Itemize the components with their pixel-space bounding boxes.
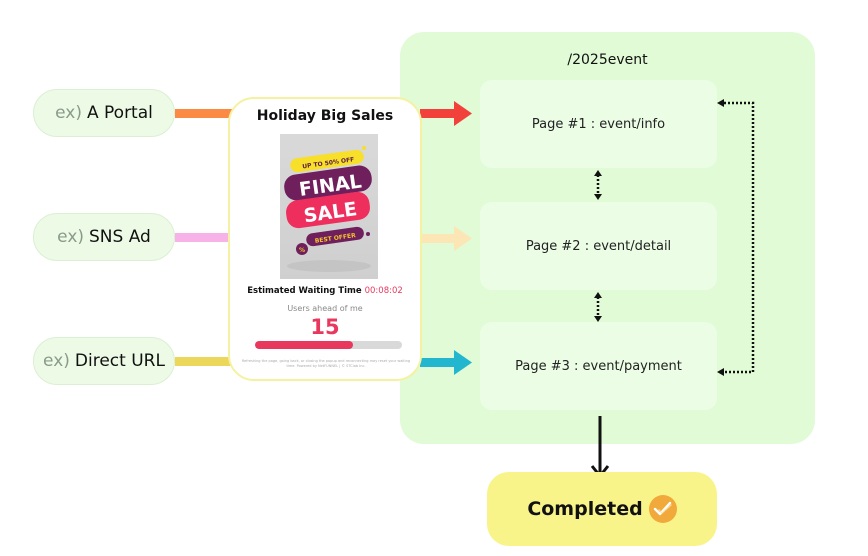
queue-footer-note: Refreshing the page, going back, or clos… — [241, 359, 411, 368]
wait-label: Estimated Waiting Time — [247, 286, 362, 296]
wait-time-value: 00:08:02 — [364, 286, 403, 296]
event-title: /2025event — [567, 52, 648, 68]
estimated-waiting-time: Estimated Waiting Time 00:08:02 — [230, 286, 420, 296]
users-ahead-label: Users ahead of me — [287, 304, 363, 313]
page-box-detail[interactable]: Page #2 : event/detail — [480, 202, 717, 290]
completed-box: Completed — [487, 472, 717, 546]
source-prefix: ex) — [57, 227, 85, 247]
queue-popup-card: Holiday Big Sales UP TO 50% OFF FINAL SA… — [228, 97, 422, 381]
users-ahead-count: 15 — [310, 315, 340, 339]
source-prefix: ex) — [43, 351, 70, 371]
poster-percent: % — [299, 247, 305, 254]
page-label: Page #2 : event/detail — [525, 238, 672, 254]
source-prefix: ex) — [55, 103, 82, 123]
connector-sns — [175, 233, 235, 242]
check-badge-icon — [648, 495, 677, 523]
source-sns-ad[interactable]: ex) SNS Ad — [33, 213, 175, 261]
page-label: Page #1 : event/info — [531, 116, 666, 132]
source-a-portal[interactable]: ex) A Portal — [33, 89, 175, 137]
connector-portal — [175, 109, 235, 118]
sale-poster-image: UP TO 50% OFF FINAL SALE BEST OFFER % — [280, 134, 378, 279]
source-label: SNS Ad — [89, 227, 151, 247]
source-label: Direct URL — [74, 351, 165, 371]
source-label: A Portal — [86, 103, 153, 123]
queue-progress-bar — [255, 341, 402, 349]
queue-progress-fill — [255, 341, 354, 349]
page-label: Page #3 : event/payment — [515, 358, 682, 374]
source-direct-url[interactable]: ex) Direct URL — [33, 337, 175, 385]
queue-title: Holiday Big Sales — [256, 108, 394, 124]
event-area: /2025event Page #1 : event/info Page #2 … — [400, 32, 815, 444]
page-box-info[interactable]: Page #1 : event/info — [480, 80, 717, 168]
page-box-payment[interactable]: Page #3 : event/payment — [480, 322, 717, 410]
completed-label: Completed — [527, 498, 643, 520]
connector-direct — [175, 357, 235, 366]
